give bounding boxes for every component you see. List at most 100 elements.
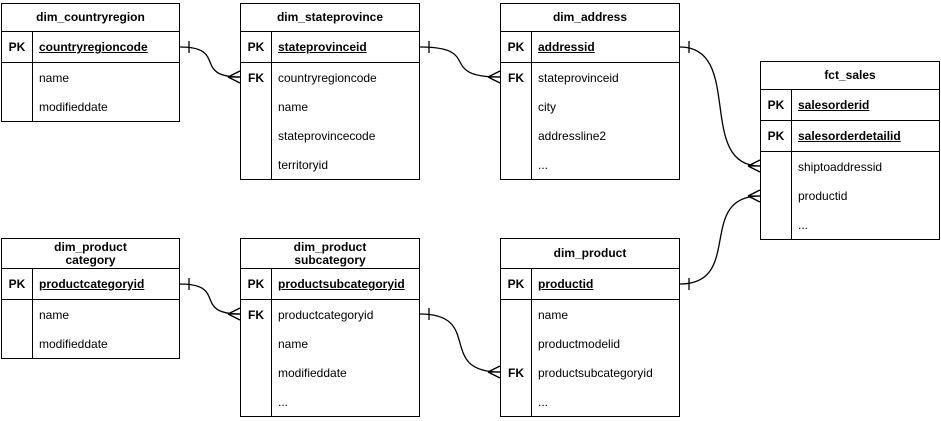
key-badge: PK bbox=[761, 90, 792, 120]
field-name: productid bbox=[798, 188, 848, 203]
entity-title: dim_product bbox=[501, 239, 679, 269]
key-badge bbox=[501, 121, 532, 150]
field-name: productsubcategoryid bbox=[278, 277, 405, 291]
field-row: name bbox=[2, 63, 179, 92]
key-badge bbox=[761, 210, 792, 239]
key-badge: PK bbox=[761, 121, 792, 151]
field-row: modifieddate bbox=[2, 92, 179, 121]
relationship-one-to-many bbox=[179, 41, 241, 84]
field-name: countryregioncode bbox=[39, 40, 148, 54]
cardinality-many-crowfoot bbox=[747, 189, 761, 203]
key-badge: PK bbox=[501, 32, 532, 62]
entity-title: dim_product category bbox=[2, 239, 179, 269]
field-name: addressline2 bbox=[538, 128, 607, 143]
field-row: ... bbox=[761, 210, 939, 239]
key-badge bbox=[501, 387, 532, 416]
fk-field-row: FK stateprovinceid bbox=[501, 63, 679, 92]
key-badge bbox=[501, 300, 532, 329]
cardinality-many-crowfoot bbox=[227, 70, 241, 84]
key-badge bbox=[241, 121, 272, 150]
field-name: ... bbox=[538, 157, 549, 172]
key-badge bbox=[501, 329, 532, 358]
field-name: productid bbox=[538, 277, 594, 291]
field-row: name bbox=[241, 329, 419, 358]
key-badge: PK bbox=[2, 269, 33, 299]
relationship-one-to-many bbox=[679, 189, 761, 290]
relationship-one-to-many bbox=[419, 41, 501, 84]
field-name: modifieddate bbox=[278, 365, 347, 380]
relationship-one-to-many bbox=[179, 278, 241, 321]
field-name: name bbox=[278, 99, 309, 114]
field-row: productid bbox=[761, 181, 939, 210]
relationship-one-to-many bbox=[419, 308, 501, 379]
key-badge bbox=[501, 150, 532, 179]
relationship-one-to-many bbox=[679, 41, 761, 173]
entity-dim-product-subcategory[interactable]: dim_product subcategory PK productsubcate… bbox=[240, 238, 420, 417]
pk-field-row: PK addressid bbox=[501, 32, 679, 63]
entity-title: dim_stateprovince bbox=[241, 4, 419, 32]
cardinality-many-crowfoot bbox=[227, 307, 241, 321]
field-row: modifieddate bbox=[2, 329, 179, 358]
field-row: name bbox=[241, 92, 419, 121]
field-row: addressline2 bbox=[501, 121, 679, 150]
relationship-line bbox=[679, 195, 761, 285]
key-badge bbox=[241, 150, 272, 179]
field-name: salesorderid bbox=[798, 98, 870, 112]
relationship-line bbox=[679, 46, 761, 167]
key-badge: PK bbox=[241, 269, 272, 299]
entity-title: fct_sales bbox=[761, 62, 939, 90]
relationship-line bbox=[419, 46, 501, 78]
field-name: addressid bbox=[538, 40, 595, 54]
field-name: stateprovinceid bbox=[278, 40, 367, 54]
field-name: stateprovinceid bbox=[538, 70, 619, 85]
field-name: shiptoaddressid bbox=[798, 159, 883, 174]
key-badge bbox=[2, 92, 33, 121]
pk-field-row: PK salesorderid bbox=[761, 90, 939, 121]
key-badge: FK bbox=[501, 358, 532, 387]
key-badge bbox=[2, 300, 33, 329]
key-badge bbox=[2, 329, 33, 358]
relationship-line bbox=[179, 283, 241, 315]
key-badge: FK bbox=[241, 300, 272, 329]
field-row: modifieddate bbox=[241, 358, 419, 387]
key-badge: FK bbox=[501, 63, 532, 92]
key-badge bbox=[501, 92, 532, 121]
key-badge bbox=[241, 358, 272, 387]
entity-title: dim_address bbox=[501, 4, 679, 32]
field-name: modifieddate bbox=[39, 99, 108, 114]
entity-title: dim_countryregion bbox=[2, 4, 179, 32]
entity-title: dim_product subcategory bbox=[241, 239, 419, 269]
key-badge: FK bbox=[241, 63, 272, 92]
field-name: name bbox=[39, 70, 70, 85]
key-badge bbox=[241, 387, 272, 416]
field-row: ... bbox=[501, 150, 679, 179]
field-row: territoryid bbox=[241, 150, 419, 179]
field-row: name bbox=[2, 300, 179, 329]
field-name: stateprovincecode bbox=[278, 128, 376, 143]
field-name: modifieddate bbox=[39, 336, 108, 351]
pk-field-row: PK productsubcategoryid bbox=[241, 269, 419, 300]
field-name: territoryid bbox=[278, 157, 329, 172]
key-badge bbox=[241, 329, 272, 358]
